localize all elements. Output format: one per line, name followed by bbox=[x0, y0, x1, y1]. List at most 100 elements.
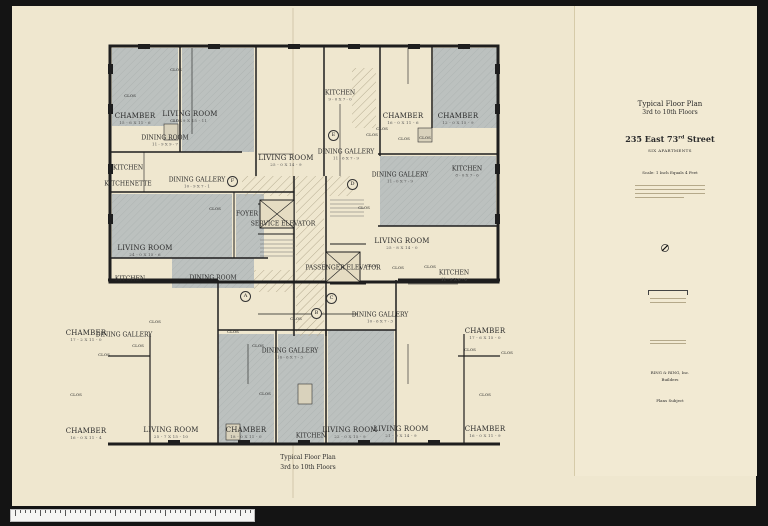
fine-print bbox=[635, 182, 705, 201]
apartment-marker-d: D bbox=[347, 179, 358, 190]
room-name: CHAMBER bbox=[65, 426, 107, 435]
room-name: DINING GALLERY bbox=[168, 176, 226, 184]
room-dimensions: 9 - 0 X 7 - 0 bbox=[328, 96, 352, 102]
measuring-ruler bbox=[10, 509, 255, 522]
room-dimensions: 21 - 9 X 14 - 9 bbox=[385, 432, 417, 438]
room-name: KITCHENETTE bbox=[104, 180, 152, 188]
ruler-tick bbox=[125, 510, 126, 513]
room-dimensions: 12 - 0 X 15 - 9 bbox=[442, 119, 474, 125]
closet-label: CLOS bbox=[366, 262, 378, 268]
room-name: DINING GALLERY bbox=[371, 171, 429, 179]
windows bbox=[108, 44, 500, 445]
ruler-tick bbox=[200, 510, 201, 513]
room-name: FOYER bbox=[236, 210, 258, 218]
address: 235 East 73rd Street bbox=[600, 134, 740, 144]
room-name: KITCHEN bbox=[438, 269, 470, 277]
room-dimensions: 22 - 0 X 15 - 9 bbox=[334, 433, 366, 439]
room-dimensions: 10 - 6 X 7 - 3 bbox=[367, 318, 393, 324]
room-name: LIVING ROOM bbox=[143, 425, 199, 434]
room-name: CHAMBER bbox=[225, 425, 267, 434]
room-dimensions: 25 - 0 X 14 - 9 bbox=[270, 161, 302, 167]
ruler-tick bbox=[115, 510, 116, 516]
closet-label: CLOS bbox=[464, 346, 476, 352]
room-name: LIVING ROOM bbox=[374, 236, 430, 245]
room-dimensions: 16 - 0 X 11 - 6 bbox=[387, 119, 419, 125]
ruler-tick bbox=[220, 510, 221, 513]
ruler-tick bbox=[165, 510, 166, 516]
room-name: KITCHEN bbox=[324, 89, 356, 97]
closet-label: CLOS bbox=[479, 391, 491, 397]
ruler-tick bbox=[65, 510, 66, 516]
ruler-tick bbox=[30, 510, 31, 513]
apartment-marker-e: E bbox=[328, 130, 339, 141]
closet-label: CLOS bbox=[398, 135, 410, 141]
closet-label: CLOS bbox=[170, 66, 182, 72]
room-name: PASSENGER ELEVATOR bbox=[305, 264, 381, 272]
ruler-tick bbox=[110, 510, 111, 513]
room-name: LIVING ROOM bbox=[373, 424, 429, 433]
agent-block: RING & RING, Inc. Builders bbox=[620, 370, 720, 382]
closet-label: CLOS bbox=[290, 315, 302, 321]
ruler-tick bbox=[215, 510, 216, 516]
room-name: DINING GALLERY bbox=[317, 148, 375, 156]
room-label-r20: PASSENGER ELEVATOR bbox=[305, 264, 381, 273]
footer-note: Plans Subject bbox=[656, 398, 684, 403]
ruler-tick bbox=[135, 510, 136, 513]
ruler-tick bbox=[145, 510, 146, 513]
closet-label: CLOS bbox=[259, 390, 271, 396]
room-label-r15: SERVICE ELEVATOR bbox=[250, 220, 316, 229]
legend-note bbox=[648, 338, 688, 346]
compass-icon bbox=[660, 238, 670, 252]
closet-label: CLOS bbox=[170, 117, 182, 123]
ruler-tick bbox=[75, 510, 76, 513]
room-label-r30: KITCHEN bbox=[296, 433, 326, 441]
ruler-tick bbox=[25, 510, 26, 513]
room-dimensions: 16 - 0 X 11 - 9 bbox=[469, 432, 501, 438]
room-name: DINING GALLERY bbox=[351, 311, 409, 319]
ruler-tick bbox=[170, 510, 171, 513]
room-dimensions: 11 - 9 X 9 - 7 bbox=[152, 141, 178, 147]
ruler-tick bbox=[155, 510, 156, 513]
floor-plan bbox=[108, 44, 500, 448]
side-title-line1: Typical Floor Plan bbox=[637, 100, 703, 108]
room-label-r23: DINING GALLERY bbox=[96, 332, 153, 340]
room-dimensions: 11 - 0 X 7 - 9 bbox=[387, 178, 413, 184]
ruler-tick bbox=[15, 510, 16, 516]
ruler-tick bbox=[55, 510, 56, 513]
room-name: CHAMBER bbox=[65, 328, 107, 337]
ruler-tick bbox=[90, 510, 91, 516]
address-number: 235 East 73 bbox=[625, 134, 679, 144]
agent-line2: Builders bbox=[661, 377, 679, 382]
apartment-marker-c: C bbox=[326, 293, 337, 304]
room-name: DINING ROOM bbox=[141, 134, 189, 142]
closet-label: CLOS bbox=[209, 205, 221, 211]
room-name: KITCHEN bbox=[112, 164, 144, 172]
room-name: DINING ROOM bbox=[189, 274, 237, 282]
bottom-title-line2: 3rd to 10th Floors bbox=[280, 464, 336, 471]
room-dimensions: 16 - 0 X 11 - 4 bbox=[70, 434, 102, 440]
closet-label: CLOS bbox=[358, 204, 370, 210]
ruler-tick bbox=[195, 510, 196, 513]
legend-symbol bbox=[648, 290, 688, 305]
room-dimensions: 11 - 6 X 7 - 9 bbox=[333, 155, 359, 161]
room-dimensions: 24 - 0 X 15 - 6 bbox=[129, 251, 161, 257]
closet-label: CLOS bbox=[376, 125, 388, 131]
side-subtitle: SIX APARTMENTS bbox=[648, 148, 692, 153]
ruler-tick bbox=[140, 510, 141, 516]
room-name: SERVICE ELEVATOR bbox=[250, 220, 316, 228]
ruler-tick bbox=[40, 510, 41, 516]
closet-label: CLOS bbox=[419, 134, 431, 140]
